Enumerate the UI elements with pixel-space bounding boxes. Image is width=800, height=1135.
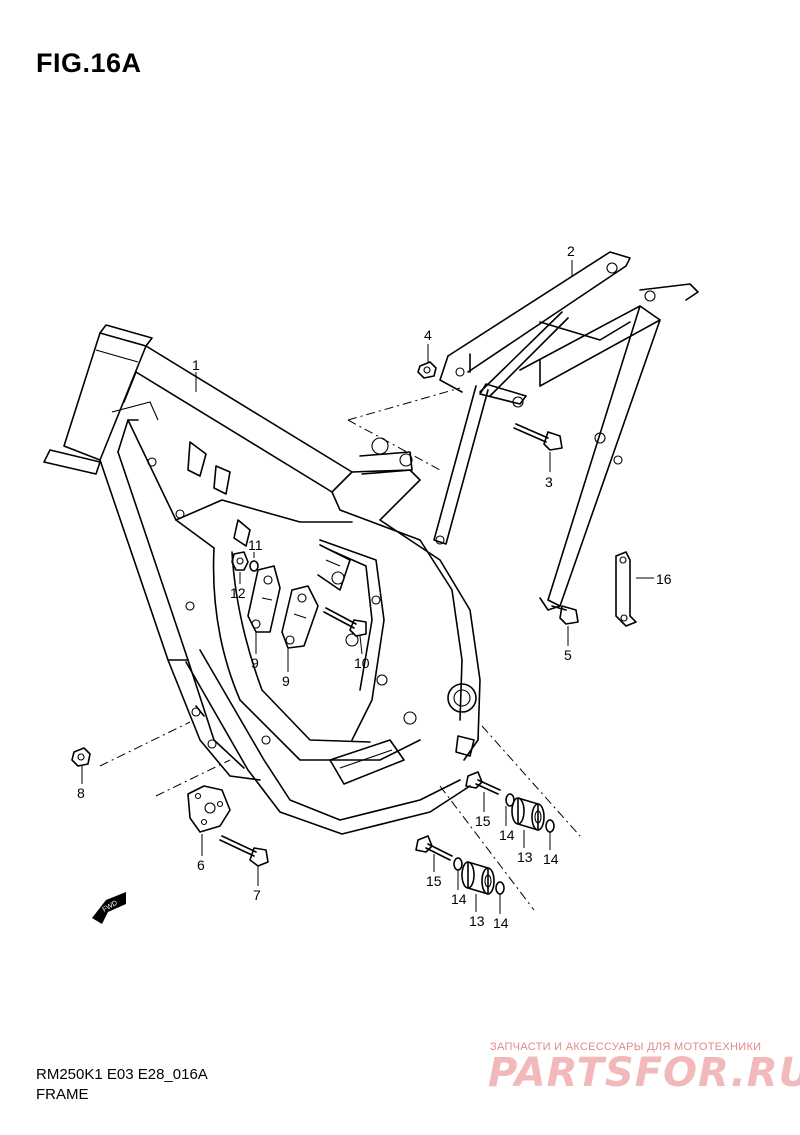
diagram-name: FRAME	[36, 1086, 89, 1103]
watermark-logo: PARTSFOR.RU	[488, 1050, 800, 1096]
bolt-part-15a	[465, 771, 501, 795]
collar-part-13b	[461, 861, 495, 895]
callout-numbers: 1 2 3 4 5 6 7 8 9 9 10 11 12 13 13 14 14…	[77, 243, 672, 931]
callout-16: 16	[656, 571, 672, 587]
engine-bracket-part-9b	[281, 585, 319, 649]
main-frame	[43, 324, 481, 835]
callout-13b: 13	[469, 913, 485, 929]
nut-part-8	[71, 747, 91, 767]
bolt-part-5	[551, 605, 579, 625]
callout-14b: 14	[543, 851, 559, 867]
callout-14a: 14	[499, 827, 515, 843]
rear-subframe	[433, 251, 699, 611]
bolt-part-10	[323, 607, 367, 637]
callout-3: 3	[545, 474, 553, 490]
callout-8: 8	[77, 785, 85, 801]
bracket-part-16	[615, 551, 637, 627]
watermark-tagline: ЗАПЧАСТИ И АКСЕССУАРЫ ДЛЯ МОТОТЕХНИКИ	[490, 1041, 762, 1053]
nut-part-4	[417, 361, 437, 379]
callout-1: 1	[192, 357, 200, 373]
washer-part-14d	[495, 881, 505, 895]
callout-15a: 15	[475, 813, 491, 829]
callout-12: 12	[230, 585, 246, 601]
callout-14c: 14	[451, 891, 467, 907]
callout-10: 10	[354, 655, 370, 671]
callout-11: 11	[248, 537, 263, 553]
washer-part-11	[249, 560, 259, 572]
bolt-part-3	[513, 423, 563, 451]
washer-part-14c	[453, 857, 463, 871]
nut-part-12	[231, 551, 249, 571]
engine-bracket-part-9a	[247, 565, 281, 633]
fwd-label: FWD	[102, 900, 119, 914]
callout-7: 7	[253, 887, 261, 903]
forward-direction-icon: FWD	[92, 892, 126, 924]
callout-5: 5	[564, 647, 572, 663]
callout-6: 6	[197, 857, 205, 873]
callout-9a: 9	[251, 655, 259, 671]
figure-title: FIG.16A	[36, 48, 142, 78]
plate-part-6	[187, 785, 231, 833]
collar-part-13a	[511, 797, 545, 831]
callout-9b: 9	[282, 673, 290, 689]
callout-13a: 13	[517, 849, 533, 865]
bolt-part-15b	[415, 835, 453, 861]
callout-4: 4	[424, 327, 432, 343]
leader-lines	[81, 260, 654, 914]
bolt-part-7	[219, 835, 269, 867]
callout-14d: 14	[493, 915, 509, 931]
diagram-code: RM250K1 E03 E28_016A	[36, 1066, 208, 1083]
alignment-lines	[99, 387, 581, 911]
washer-part-14b	[545, 819, 555, 833]
callout-2: 2	[567, 243, 575, 259]
callout-15b: 15	[426, 873, 442, 889]
